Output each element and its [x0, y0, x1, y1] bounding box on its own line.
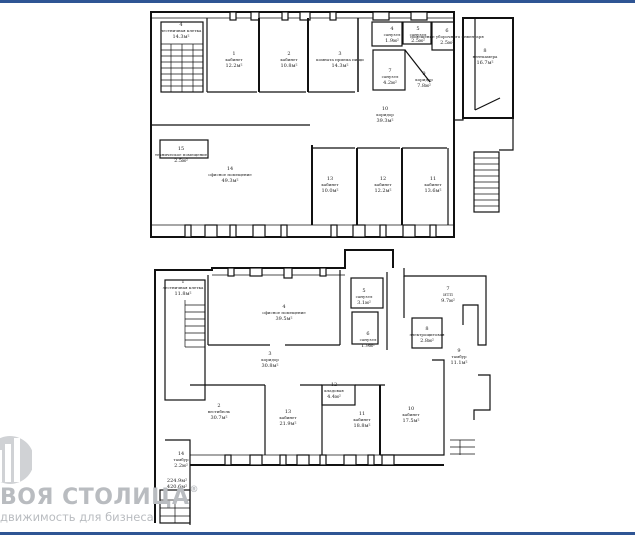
room-number: 15	[178, 146, 184, 152]
room-area: 30.7м²	[210, 415, 227, 421]
room-area: 3.1м²	[357, 300, 371, 306]
room-number: 4	[282, 304, 285, 310]
room-name: кабинет	[225, 57, 243, 62]
room-area: 11.1м²	[450, 360, 467, 366]
room-area: 2.5м²	[174, 158, 188, 164]
room-number: 1	[232, 51, 235, 57]
room-area: 1.9м²	[385, 38, 399, 44]
room-number: 8	[425, 326, 428, 332]
total-area: 224.9м²	[167, 478, 187, 484]
room-name: кладовая	[324, 388, 344, 393]
top-bar	[0, 0, 635, 3]
room-name: кабинет	[321, 182, 339, 187]
room-area: 30.8м²	[261, 363, 278, 369]
room-name: вестибюль	[208, 409, 231, 414]
room-number: 8	[483, 48, 486, 54]
room-area: 39.5м²	[275, 316, 292, 322]
room-area: 9.7м²	[441, 298, 455, 304]
room-area: 10.0м²	[321, 188, 338, 194]
room-area: 4.2м²	[383, 80, 397, 86]
room-name: помещение уборочного инвентаря	[410, 34, 484, 39]
room-number: 11	[430, 176, 436, 182]
room-number: 14	[178, 451, 184, 457]
room-area: 39.3м²	[376, 118, 393, 124]
room-number: 12	[380, 176, 386, 182]
room-area: 2.5м²	[440, 40, 454, 46]
room-area: 18.8м²	[353, 423, 370, 429]
room-number: 7	[446, 286, 449, 292]
room-area: 13.6м²	[424, 188, 441, 194]
room-name: кабинет	[280, 57, 298, 62]
room-number: 4	[179, 22, 182, 28]
room-area: 10.8м²	[280, 63, 297, 69]
room-name: лестничная клетка	[163, 285, 204, 290]
room-name: санузел	[410, 32, 427, 37]
room-number: 11	[359, 411, 365, 417]
room-area: 1.9м²	[361, 343, 375, 349]
room-name: офисное помещение	[208, 172, 252, 177]
room-number: 3	[268, 351, 271, 357]
room-number: 2	[217, 403, 220, 409]
room-name: комната приема пищи	[316, 57, 364, 62]
room-name: кабинет	[424, 182, 442, 187]
room-number: 9	[422, 71, 425, 77]
room-area: 17.5м²	[402, 418, 419, 424]
room-area: 7.8м²	[417, 83, 431, 89]
room-name: кабинет	[353, 417, 371, 422]
room-name: кабинет	[402, 412, 420, 417]
room-area: 12.2м²	[225, 63, 242, 69]
room-name: офисное помещение	[262, 310, 306, 315]
total-area: 420.6м²	[167, 484, 187, 490]
room-name: коридор	[415, 77, 433, 82]
room-number: 12	[331, 382, 337, 388]
room-number: 7	[388, 68, 391, 74]
room-area: 12.2м²	[374, 188, 391, 194]
room-number: 13	[327, 176, 333, 182]
room-name: кабинет	[279, 415, 297, 420]
room-area: 14.3м²	[331, 63, 348, 69]
room-number: 5	[362, 288, 365, 294]
lower-floor-plan	[154, 249, 491, 525]
room-area: 16.7м²	[476, 60, 493, 66]
room-number: 9	[457, 348, 460, 354]
room-number: 6	[445, 28, 448, 34]
room-name: санузел	[382, 74, 399, 79]
room-number: 10	[408, 406, 414, 412]
room-area: 2.8м²	[420, 338, 434, 344]
room-name: санузел	[384, 32, 401, 37]
upper-floor-plan	[150, 11, 514, 238]
room-name: коридор	[376, 112, 394, 117]
room-area: 2.5м²	[411, 38, 425, 44]
room-area: 21.9м²	[279, 421, 296, 427]
room-area: 49.3м²	[221, 178, 238, 184]
room-number: 14	[227, 166, 233, 172]
room-name: ИТП	[443, 292, 453, 297]
room-number: 6	[366, 331, 369, 337]
room-name: электрощитовая	[410, 332, 445, 337]
room-name: кабинет	[374, 182, 392, 187]
room-number: 1	[181, 279, 184, 285]
room-name: техническое помещение	[155, 152, 208, 157]
room-number: 2	[287, 51, 290, 57]
room-name: санузел	[360, 337, 377, 342]
room-name: лестничная клетка	[161, 28, 202, 33]
room-area: 11.8м²	[174, 291, 191, 297]
room-number: 5	[416, 26, 419, 32]
room-name: венткамера	[473, 54, 498, 59]
room-area: 4.4м²	[327, 394, 341, 400]
room-number: 10	[382, 106, 388, 112]
room-name: санузел	[356, 294, 373, 299]
room-area: 14.3м²	[172, 34, 189, 40]
room-name: тамбур	[173, 457, 188, 462]
room-number: 13	[285, 409, 291, 415]
room-number: 3	[338, 51, 341, 57]
room-area: 2.2м²	[174, 463, 188, 469]
room-name: тамбур	[451, 354, 466, 359]
room-name: коридор	[261, 357, 279, 362]
room-number: 4	[390, 26, 393, 32]
bottom-bar	[0, 532, 635, 535]
